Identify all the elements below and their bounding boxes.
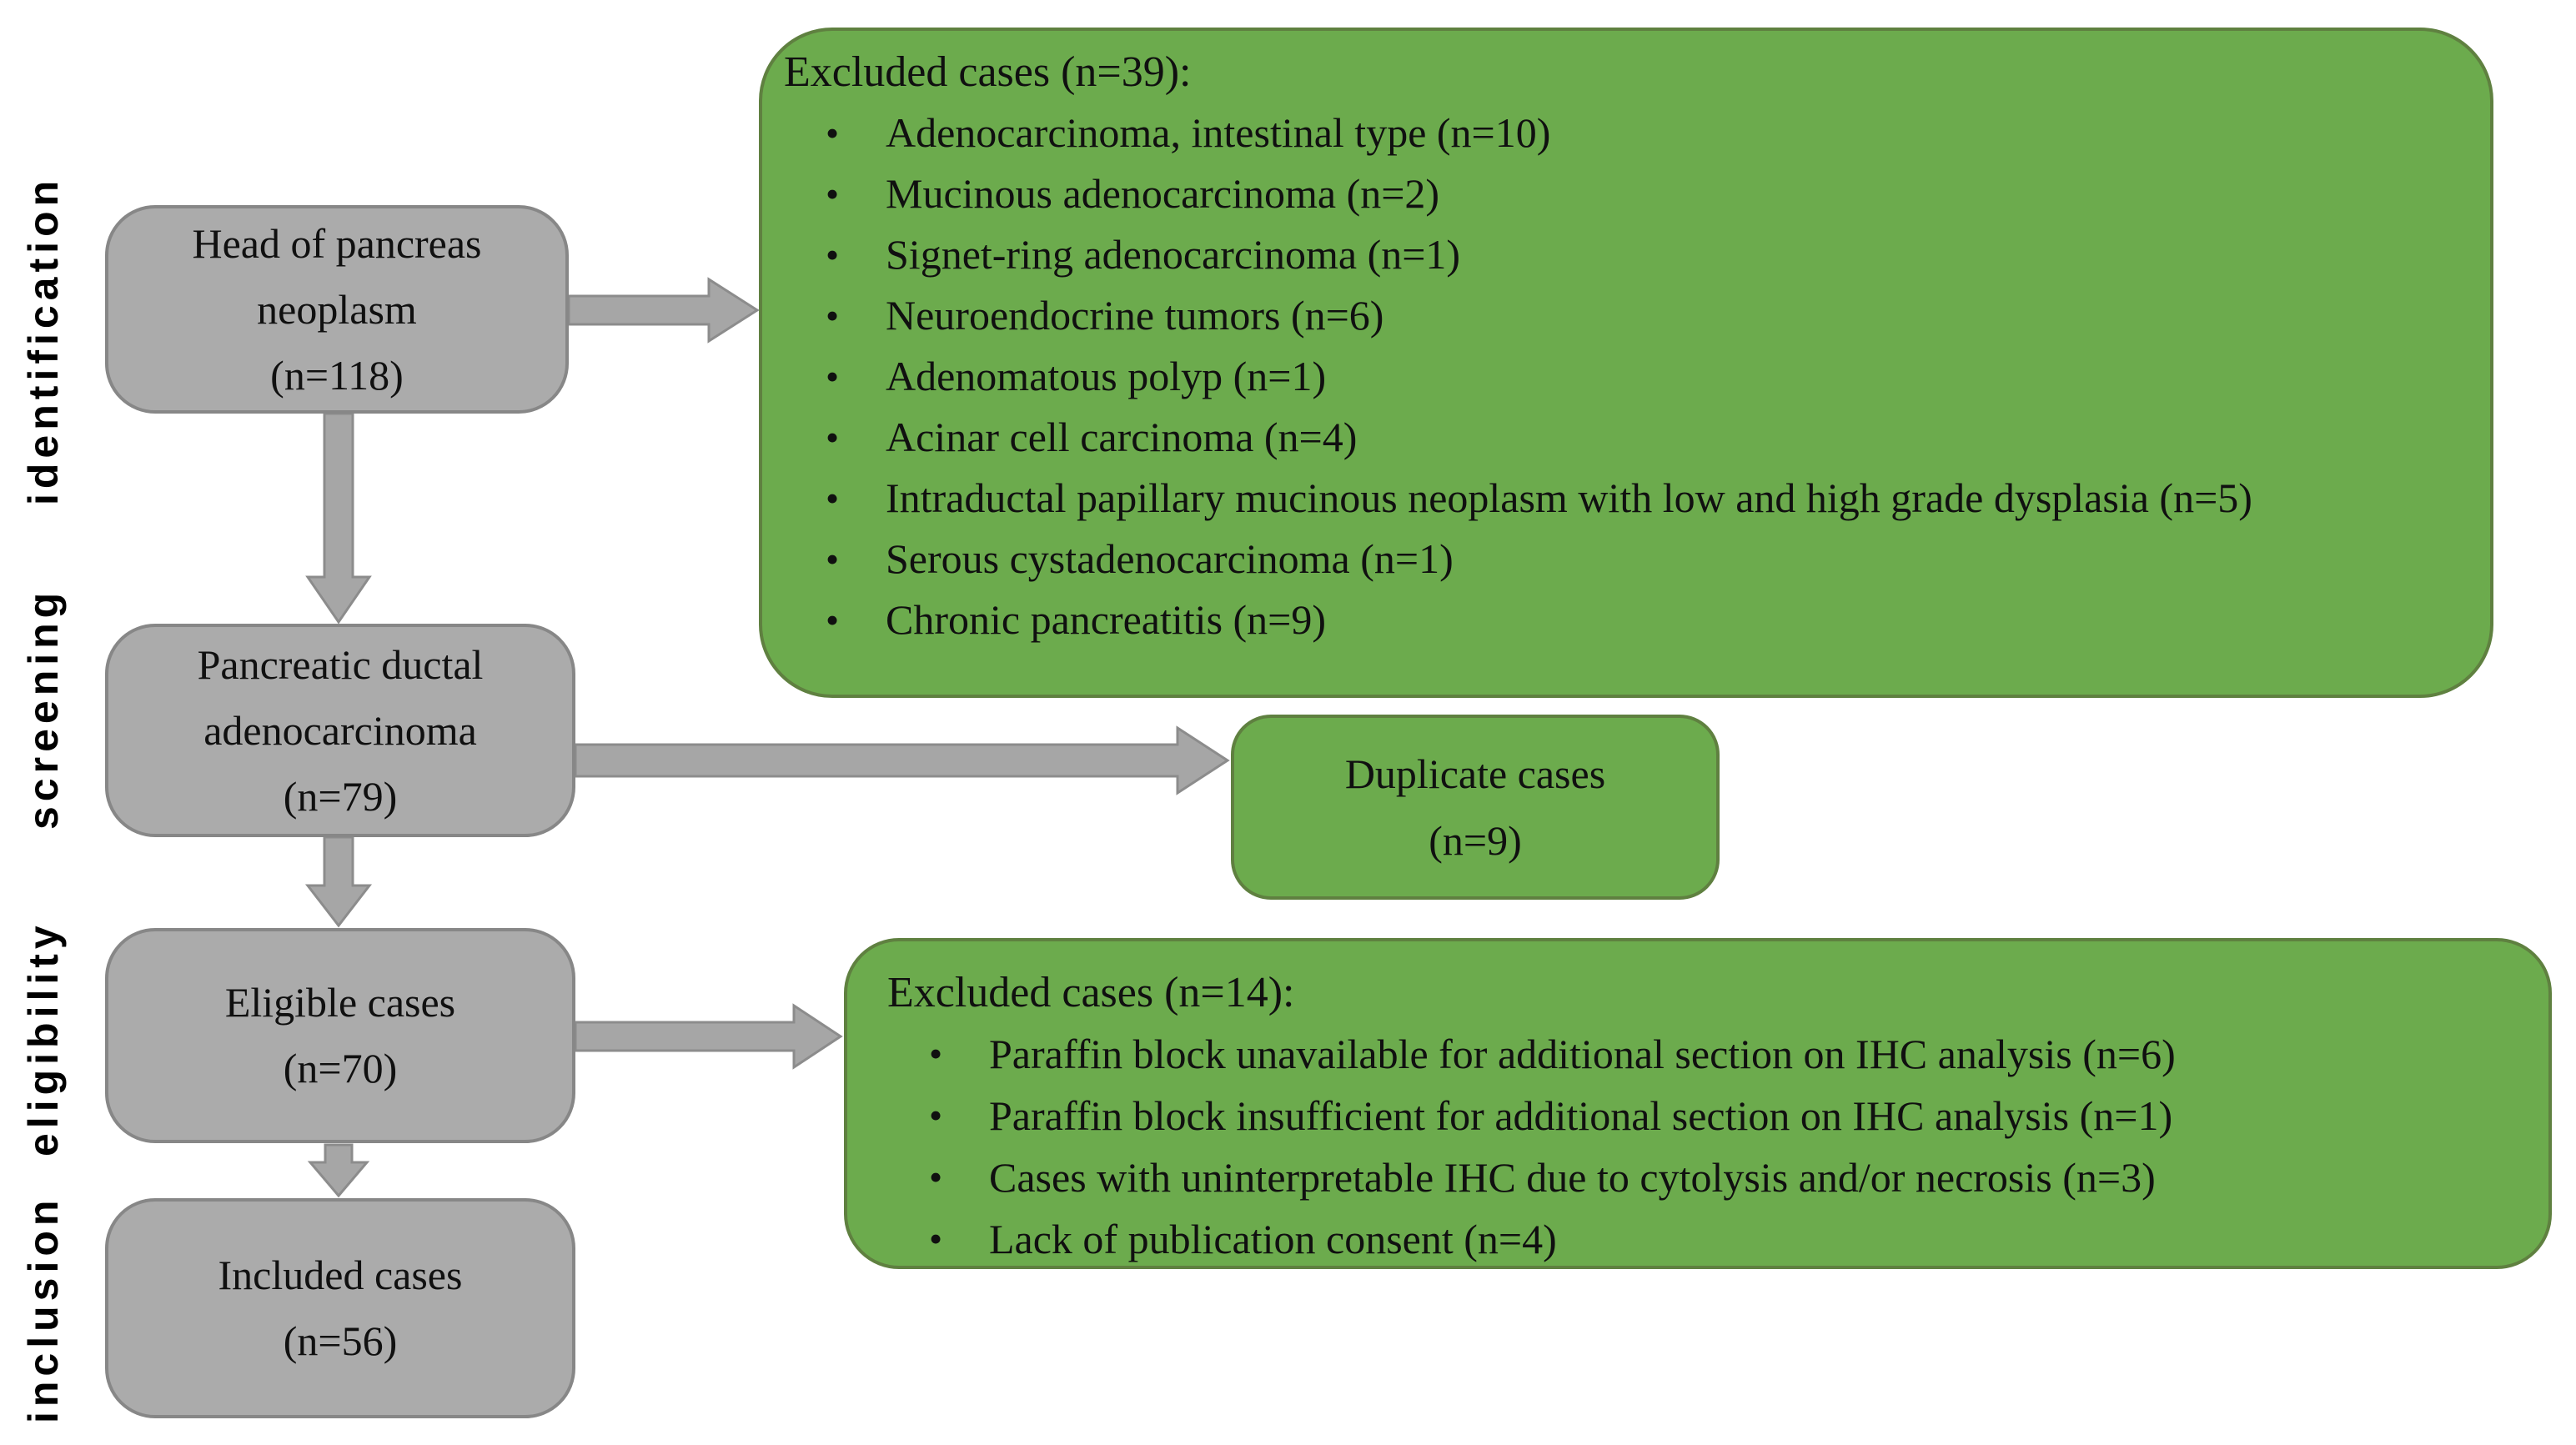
box-line: Head of pancreas [192,219,482,267]
excluded-cases-39-box: Excluded cases (n=39): Adenocarcinoma, i… [759,28,2493,698]
arrow-head-to-excluded39 [567,277,760,344]
box-count: (n=56) [283,1317,398,1364]
stage-label-eligibility: eligibility [20,921,67,1157]
bullet-item: Serous cystadenocarcinoma (n=1) [779,529,2465,590]
stage-label-screening: screening [20,587,67,830]
excluded-cases-39-list: Adenocarcinoma, intestinal type (n=10)Mu… [779,103,2465,650]
excluded-cases-14-list: Paraffin block unavailable for additiona… [882,1023,2523,1270]
bullet-item: Paraffin block unavailable for additiona… [882,1023,2523,1085]
box-count: (n=70) [283,1045,398,1091]
box-line: Pancreatic ductal [197,640,484,688]
box-line: Eligible cases [224,979,456,1026]
arrow-eligible-to-included [307,1143,370,1198]
bullet-item: Intraductal papillary mucinous neoplasm … [779,468,2465,529]
excluded-cases-14-box: Excluded cases (n=14): Paraffin block un… [844,938,2552,1270]
box-count: (n=79) [283,772,398,820]
flow-box-head-of-pancreas-neoplasm: Head of pancreas neoplasm (n=118) [105,205,569,414]
bullet-item: Neuroendocrine tumors (n=6) [779,285,2465,346]
bullet-item: Lack of publication consent (n=4) [882,1208,2523,1270]
flow-box-pancreatic-ductal-adenocarcinoma: Pancreatic ductal adenocarcinoma (n=79) [105,624,575,837]
bullet-item: Mucinous adenocarcinoma (n=2) [779,163,2465,224]
box-line: neoplasm [257,285,417,333]
excluded-cases-39-title: Excluded cases (n=39): [784,48,1192,96]
duplicate-cases-box: Duplicate cases (n=9) [1231,715,1720,900]
box-count: (n=118) [270,351,404,399]
arrow-eligible-to-excluded14 [574,1003,843,1070]
stage-label-inclusion: inclusion [20,1195,67,1423]
excluded-cases-14-title: Excluded cases (n=14): [887,969,1295,1016]
bullet-item: Signet-ring adenocarcinoma (n=1) [779,224,2465,285]
box-count: (n=9) [1429,817,1522,864]
bullet-item: Paraffin block insufficient for addition… [882,1085,2523,1146]
bullet-item: Adenocarcinoma, intestinal type (n=10) [779,103,2465,163]
arrow-screening-to-duplicate [574,725,1230,795]
box-line: adenocarcinoma [203,706,477,754]
bullet-item: Cases with uninterpretable IHC due to cy… [882,1146,2523,1208]
stage-label-identification: identification [20,175,67,505]
arrow-screening-to-eligible [304,835,373,928]
flow-box-included-cases: Included cases (n=56) [105,1198,575,1418]
bullet-item: Acinar cell carcinoma (n=4) [779,407,2465,468]
box-line: Included cases [218,1252,463,1298]
arrow-head-to-screening [305,412,372,625]
flow-box-eligible-cases: Eligible cases (n=70) [105,928,575,1143]
box-line: Duplicate cases [1344,750,1606,797]
bullet-item: Chronic pancreatitis (n=9) [779,590,2465,650]
bullet-item: Adenomatous polyp (n=1) [779,346,2465,407]
